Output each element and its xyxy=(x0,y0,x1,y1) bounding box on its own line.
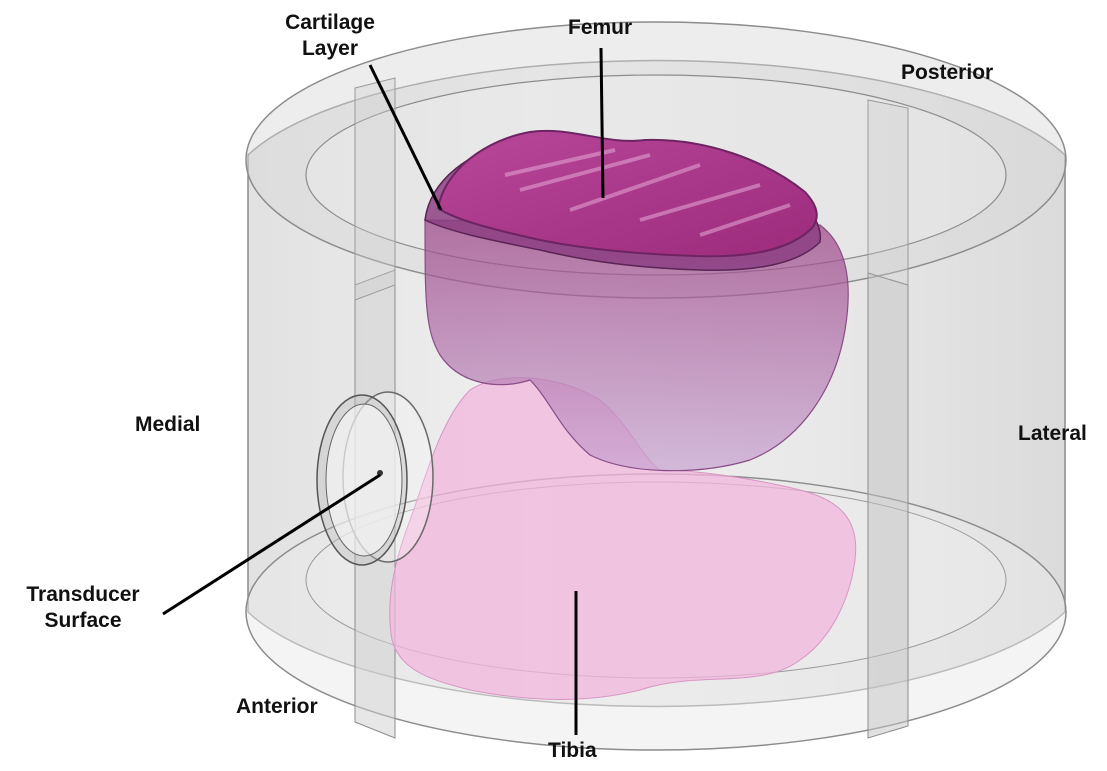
label-medial: Medial xyxy=(135,412,200,438)
label-transducer-line1: Transducer xyxy=(8,582,158,608)
seam-band-back-right xyxy=(868,100,908,285)
label-posterior: Posterior xyxy=(901,60,993,86)
label-cartilage-line1: Cartilage xyxy=(270,10,390,36)
label-femur: Femur xyxy=(568,15,632,41)
label-lateral: Lateral xyxy=(1018,421,1087,447)
label-anterior: Anterior xyxy=(236,694,318,720)
label-cartilage-line2: Layer xyxy=(270,36,390,62)
label-cartilage-layer: Cartilage Layer xyxy=(270,10,390,62)
label-tibia: Tibia xyxy=(548,738,597,764)
seam-band-right xyxy=(868,273,908,738)
label-transducer-line2: Surface xyxy=(8,608,158,634)
leader-femur xyxy=(601,48,603,198)
label-transducer-surface: Transducer Surface xyxy=(8,582,158,634)
seam-band-back-left xyxy=(355,78,395,300)
